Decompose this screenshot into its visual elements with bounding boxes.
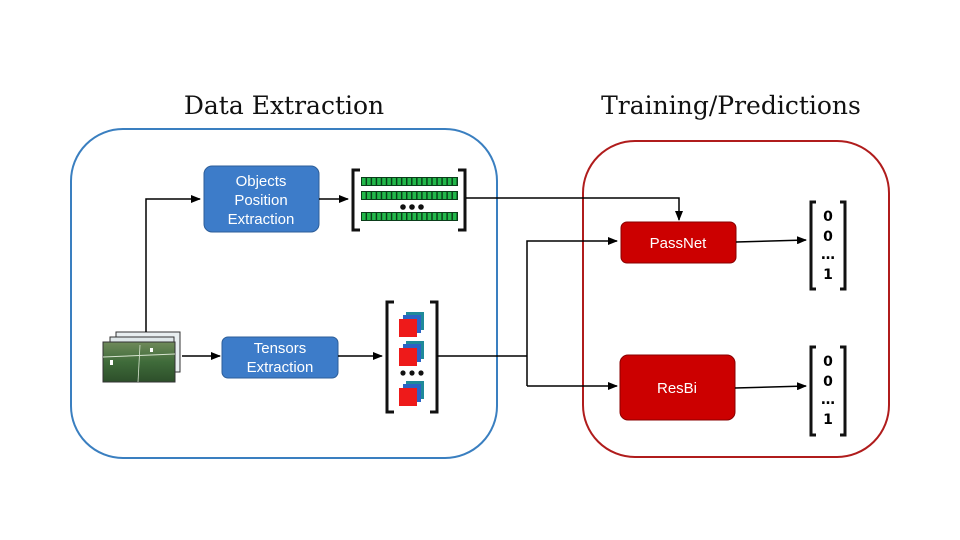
tensor-cube-3 — [399, 381, 424, 406]
position-cell — [397, 192, 401, 199]
position-cell — [362, 192, 366, 199]
position-cell — [397, 178, 401, 185]
position-cell — [417, 213, 422, 220]
arrow-matrix-to-passnet — [466, 197, 683, 221]
resbi-label: ResBi — [657, 380, 697, 397]
passnet-output-ellipsis: … — [821, 247, 835, 263]
passnet-output-bit-2: 0 — [823, 229, 833, 245]
position-cell — [362, 213, 366, 220]
position-cell — [452, 178, 457, 185]
position-cell — [442, 213, 447, 220]
position-cell — [402, 192, 406, 199]
position-cell — [372, 213, 376, 220]
resbi-output-vector: 0 0 … 1 — [809, 345, 847, 437]
position-cell — [437, 178, 442, 185]
position-cell — [407, 192, 412, 199]
position-cell — [382, 178, 386, 185]
position-cell — [432, 192, 437, 199]
objects-position-extraction-box: Objects Position Extraction — [203, 165, 320, 233]
position-cell — [427, 178, 432, 185]
passnet-output-vector: 0 0 … 1 — [809, 200, 847, 291]
position-cell — [447, 192, 452, 199]
tensors-box-line-2: Extraction — [247, 359, 314, 376]
position-cell — [442, 178, 447, 185]
position-cell — [392, 213, 396, 220]
position-cell — [372, 178, 376, 185]
position-cell — [367, 213, 371, 220]
objects-box-line-2: Position — [234, 192, 287, 209]
position-cell — [392, 192, 396, 199]
position-cell — [447, 213, 452, 220]
passnet-label: PassNet — [650, 235, 708, 252]
position-cell — [452, 192, 457, 199]
resbi-output-bit-2: 0 — [823, 374, 833, 390]
position-cell — [387, 213, 391, 220]
position-cell — [417, 192, 422, 199]
position-cell — [417, 178, 422, 185]
position-cell — [397, 213, 401, 220]
position-cell — [407, 213, 412, 220]
arrow-passnet-to-output — [735, 236, 807, 245]
position-cell — [392, 178, 396, 185]
video-frames-icon — [102, 331, 181, 383]
red-tensor-stack-icon — [385, 300, 439, 414]
position-cell — [447, 178, 452, 185]
position-cell — [372, 192, 376, 199]
objects-box-line-3: Extraction — [228, 211, 295, 228]
position-cell — [427, 192, 432, 199]
position-cell — [452, 213, 457, 220]
resbi-output-bit-1: 0 — [823, 354, 833, 370]
position-cell — [437, 213, 442, 220]
position-cell — [412, 178, 417, 185]
position-cell — [412, 192, 417, 199]
passnet-output-bit-1: 0 — [823, 209, 833, 225]
position-cell — [422, 178, 427, 185]
objects-box-line-1: Objects — [236, 173, 287, 190]
tensors-extraction-box: Tensors Extraction — [221, 336, 339, 379]
position-cell — [387, 178, 391, 185]
position-cell — [432, 178, 437, 185]
position-cell — [402, 178, 406, 185]
position-cell — [422, 213, 427, 220]
tensor-cube-1 — [399, 312, 424, 337]
position-cell — [407, 178, 412, 185]
arrow-stack-to-passnet — [526, 237, 618, 386]
tensors-box-line-1: Tensors — [254, 340, 307, 357]
position-cell — [442, 192, 447, 199]
position-cell — [437, 192, 442, 199]
arrow-frames-to-objects — [145, 195, 201, 332]
data-extraction-title: Data Extraction — [184, 91, 384, 120]
position-cell — [377, 213, 381, 220]
position-cell — [402, 213, 406, 220]
position-cell — [422, 192, 427, 199]
passnet-output-bit-last: 1 — [823, 267, 833, 283]
position-cell — [432, 213, 437, 220]
data-extraction-panel — [70, 128, 498, 459]
position-cell — [377, 178, 381, 185]
passnet-box: PassNet — [620, 221, 737, 264]
position-cell — [382, 192, 386, 199]
arrow-resbi-to-output — [734, 382, 807, 391]
training-predictions-panel — [582, 140, 890, 458]
position-cell — [412, 213, 417, 220]
tensor-cube-2 — [399, 341, 424, 366]
position-cell — [377, 192, 381, 199]
resbi-output-bit-last: 1 — [823, 412, 833, 428]
resbi-output-ellipsis: … — [821, 392, 835, 408]
position-cell — [427, 213, 432, 220]
position-cell — [387, 192, 391, 199]
resbi-box: ResBi — [619, 354, 736, 421]
training-predictions-title: Training/Predictions — [601, 91, 861, 120]
position-cell — [362, 178, 366, 185]
green-position-rows-icon — [351, 168, 467, 232]
position-cell — [367, 192, 371, 199]
position-cell — [367, 178, 371, 185]
position-cell — [382, 213, 386, 220]
